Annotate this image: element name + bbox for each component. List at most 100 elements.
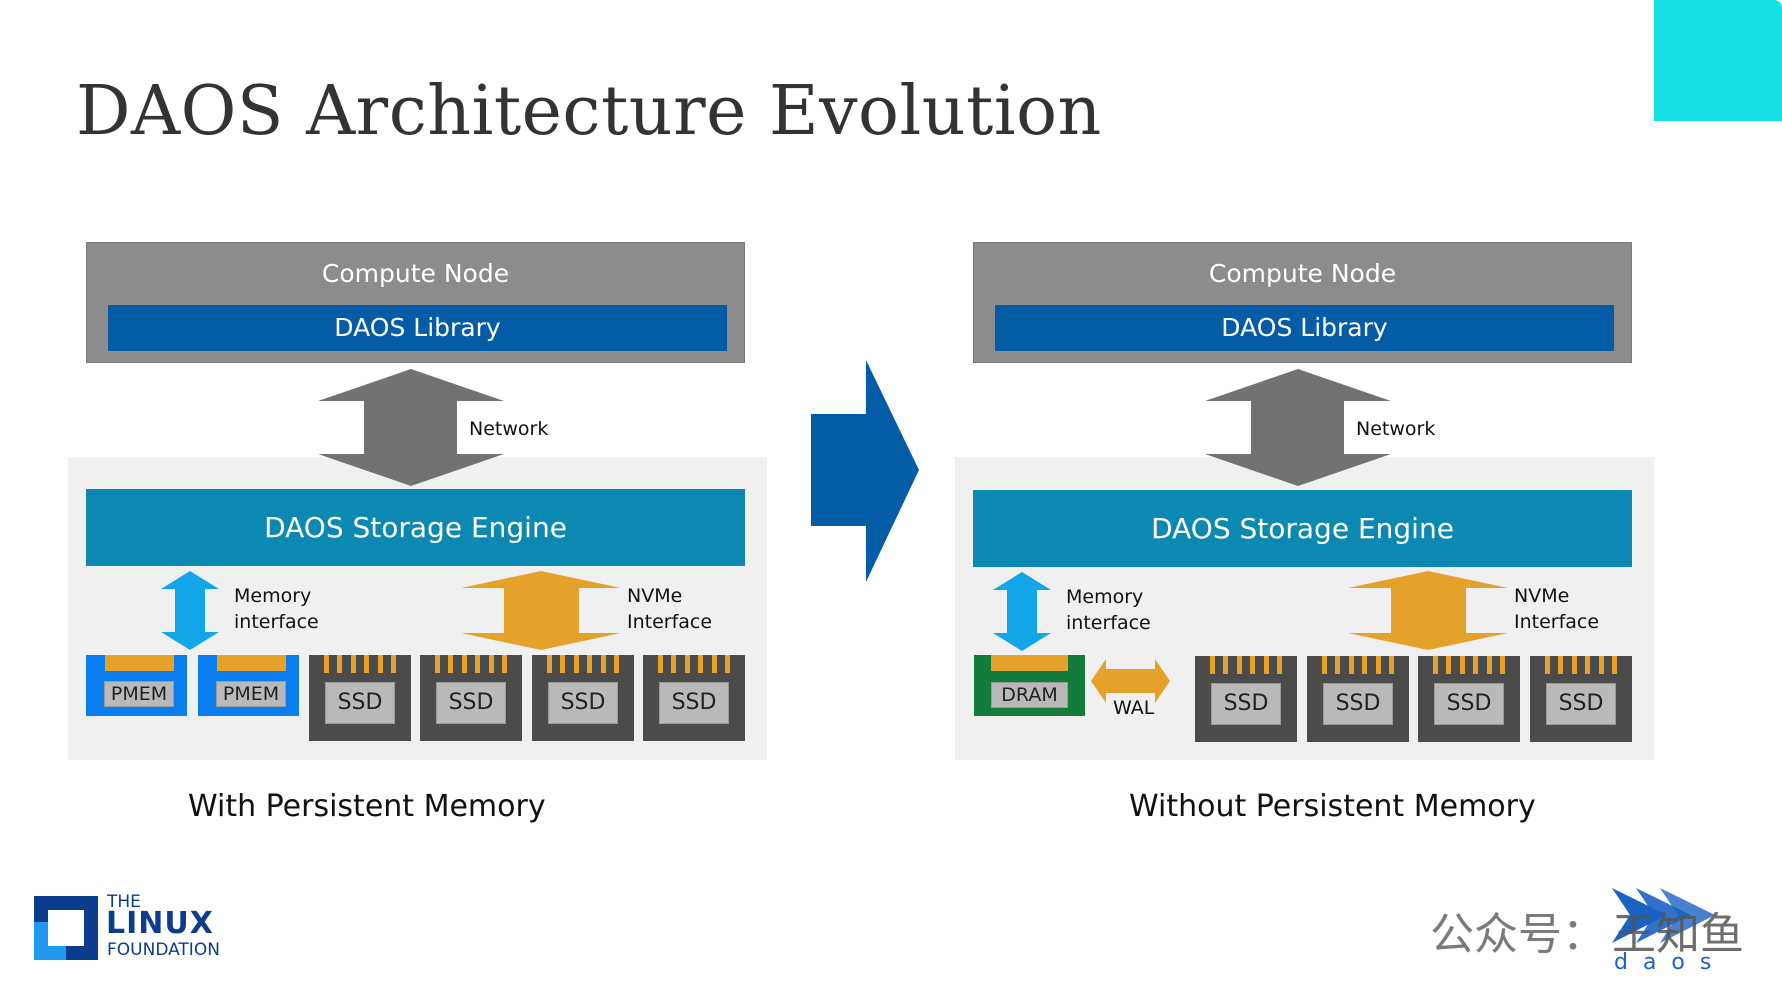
- ssd-pin: [1598, 656, 1604, 674]
- ssd-pin: [1375, 656, 1381, 674]
- ssd-pin: [350, 655, 356, 673]
- compute-node-box: Compute Node DAOS Library: [973, 242, 1632, 363]
- ssd-pins: [324, 655, 396, 673]
- daos-logo-text: d a o s: [1614, 950, 1716, 975]
- network-label: Network: [469, 418, 549, 440]
- ssd-device: SSD: [532, 655, 634, 741]
- dram-label: DRAM: [991, 682, 1068, 708]
- ssd-pin: [560, 655, 566, 673]
- ssd-device: SSD: [1307, 656, 1409, 742]
- ssd-device: SSD: [1530, 656, 1632, 742]
- right-chevron-arrow-icon: [811, 360, 919, 582]
- ssd-pin: [1433, 656, 1438, 674]
- ssd-pin: [658, 655, 663, 673]
- ssd-pin: [1473, 656, 1479, 674]
- ssd-label: SSD: [659, 682, 729, 724]
- ssd-pins: [1322, 656, 1394, 674]
- pmem-device: PMEM: [86, 655, 187, 716]
- wal-double-arrow-icon: [1091, 659, 1170, 703]
- dram-contact: [991, 655, 1068, 671]
- ssd-pin: [488, 655, 494, 673]
- ssd-pin: [435, 655, 440, 673]
- ssd-label: SSD: [1211, 683, 1281, 725]
- pmem-label: PMEM: [104, 681, 174, 707]
- ssd-device: SSD: [1195, 656, 1297, 742]
- compute-node-label: Compute Node: [321, 259, 510, 288]
- pmem-contact: [105, 655, 174, 671]
- ssd-pins: [1210, 656, 1282, 674]
- ssd-label: SSD: [1434, 683, 1504, 725]
- ssd-pin: [364, 655, 370, 673]
- ssd-pin: [684, 655, 690, 673]
- ssd-pin: [587, 655, 593, 673]
- ssd-pin: [1611, 656, 1617, 674]
- ssd-pins: [1433, 656, 1505, 674]
- ssd-pin: [390, 655, 396, 673]
- ssd-pin: [1459, 656, 1465, 674]
- ssd-pin: [1236, 656, 1242, 674]
- ssd-pin: [1210, 656, 1215, 674]
- ssd-pin: [324, 655, 329, 673]
- ssd-pin: [448, 655, 454, 673]
- ssd-pin: [337, 655, 343, 673]
- ssd-pin: [1499, 656, 1505, 674]
- ssd-pin: [377, 655, 383, 673]
- ssd-label: SSD: [1546, 683, 1616, 725]
- ssd-pin: [1322, 656, 1327, 674]
- pmem-contact: [217, 655, 286, 671]
- ssd-pin: [1388, 656, 1394, 674]
- ssd-pin: [1558, 656, 1564, 674]
- ssd-pin: [573, 655, 579, 673]
- daos-library-box: DAOS Library: [108, 305, 727, 351]
- ssd-pin: [1250, 656, 1256, 674]
- ssd-device: SSD: [420, 655, 522, 741]
- ssd-pin: [671, 655, 677, 673]
- ssd-pin: [711, 655, 717, 673]
- ssd-pin: [1571, 656, 1577, 674]
- linux-foundation-square-icon: [34, 896, 98, 960]
- ssd-pin: [1486, 656, 1492, 674]
- ssd-pin: [1545, 656, 1550, 674]
- ssd-pins: [547, 655, 619, 673]
- watermark-prefix: 公众号：: [1430, 909, 1606, 960]
- ssd-device: SSD: [309, 655, 411, 741]
- right-caption: Without Persistent Memory: [1129, 789, 1536, 824]
- ssd-pin: [1585, 656, 1591, 674]
- pmem-label: PMEM: [216, 681, 286, 707]
- ssd-pin: [1446, 656, 1452, 674]
- ssd-pin: [1223, 656, 1229, 674]
- ssd-label: SSD: [548, 682, 618, 724]
- daos-storage-engine-box: DAOS Storage Engine: [86, 489, 745, 566]
- wal-label: WAL: [1113, 697, 1155, 719]
- memory-interface-label: Memory interface: [1066, 586, 1151, 634]
- daos-storage-engine-box: DAOS Storage Engine: [973, 490, 1632, 567]
- daos-library-box: DAOS Library: [995, 305, 1614, 351]
- ssd-pin: [1335, 656, 1341, 674]
- compute-node-label: Compute Node: [1208, 259, 1397, 288]
- ssd-device: SSD: [643, 655, 745, 741]
- ssd-pin: [1263, 656, 1269, 674]
- ssd-pin: [1348, 656, 1354, 674]
- ssd-pin: [1276, 656, 1282, 674]
- logo-the: THE: [107, 892, 141, 912]
- nvme-interface-arrow-icon: [1348, 571, 1508, 650]
- memory-interface-arrow-icon: [161, 571, 219, 650]
- ssd-pins: [435, 655, 507, 673]
- compute-node-box: Compute Node DAOS Library: [86, 242, 745, 363]
- ssd-label: SSD: [325, 682, 395, 724]
- network-label: Network: [1356, 418, 1436, 440]
- nvme-interface-label: NVMe Interface: [1514, 585, 1600, 633]
- memory-interface-arrow-icon: [993, 572, 1051, 651]
- left-caption: With Persistent Memory: [188, 789, 546, 824]
- daos-logo-icon: [1612, 888, 1715, 943]
- nvme-interface-label: NVMe Interface: [627, 585, 713, 633]
- ssd-label: SSD: [436, 682, 506, 724]
- memory-interface-label: Memory interface: [234, 585, 319, 633]
- ssd-device: SSD: [1418, 656, 1520, 742]
- ssd-pin: [1362, 656, 1368, 674]
- ssd-pins: [1545, 656, 1617, 674]
- pmem-device: PMEM: [198, 655, 299, 716]
- accent-block: [1654, 0, 1782, 121]
- network-double-arrow-icon: [1205, 369, 1391, 486]
- ssd-pins: [658, 655, 730, 673]
